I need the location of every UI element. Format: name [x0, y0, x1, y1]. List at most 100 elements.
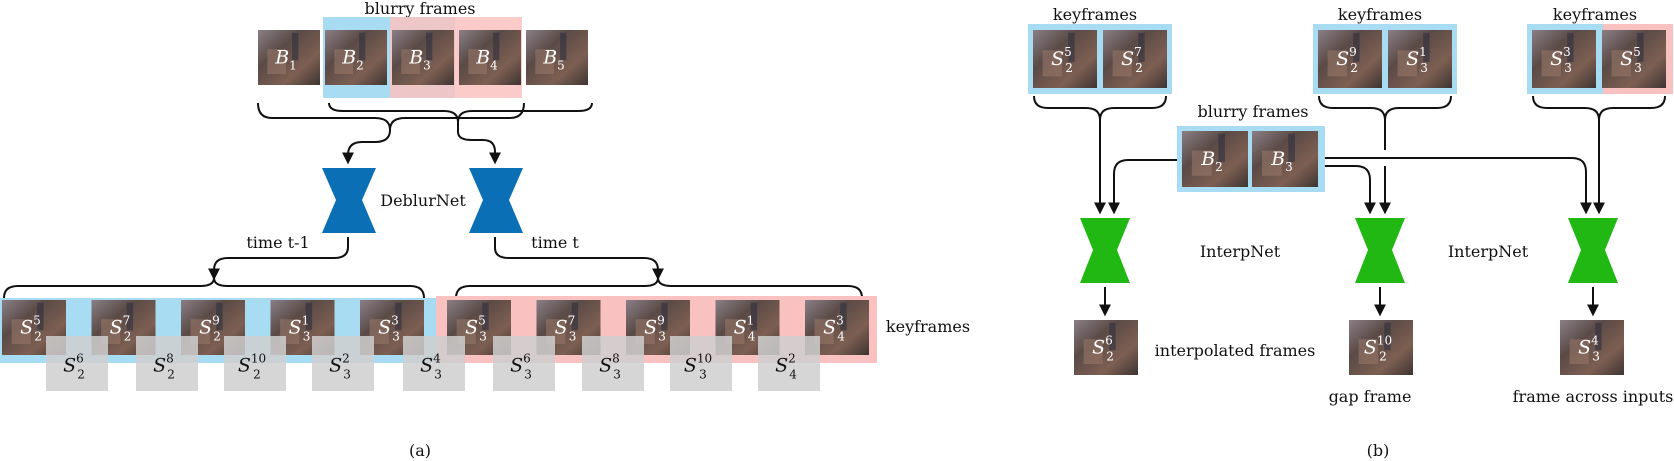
- frame-detail: [1353, 32, 1360, 62]
- gray-frame-box: [312, 336, 374, 391]
- brace-prev: [257, 102, 525, 131]
- frame-detail: [482, 302, 489, 331]
- blurry-frame: B3: [392, 30, 454, 85]
- arrow-blurry-to-interp-2: [1325, 165, 1376, 215]
- caption-a: (a): [409, 441, 431, 460]
- blurry-frame: B3: [1252, 131, 1318, 187]
- deblurnet-label: DeblurNet: [380, 191, 466, 210]
- frame-detail: [571, 302, 579, 331]
- frame-detail: [535, 49, 554, 74]
- frame-label: B2: [1200, 148, 1223, 174]
- gray-frame-box: [670, 336, 732, 391]
- frame-detail: [395, 302, 402, 331]
- blurry-frame: B1: [258, 30, 320, 85]
- gray-frame-box: [46, 336, 108, 391]
- frame-detail: [560, 32, 567, 61]
- frame-detail: [292, 32, 299, 61]
- frame-detail: [1083, 339, 1103, 364]
- blurry-frame: B4: [459, 30, 521, 85]
- arrow-to-deblur-cur: [457, 122, 501, 165]
- gray-frame-box: [758, 336, 820, 391]
- keyframes-label-a: keyframes: [886, 317, 970, 336]
- gap-frame-label: gap frame: [1329, 387, 1412, 406]
- frame-detail: [1068, 32, 1075, 62]
- keygroup-2-brace: [1318, 95, 1452, 121]
- frame-label: B3: [1270, 148, 1293, 174]
- interpnet-block-3: [1568, 218, 1618, 283]
- frame-detail: [216, 302, 223, 331]
- frame-detail: [1637, 32, 1644, 62]
- keyframes-label-b2: keyframes: [1338, 5, 1422, 24]
- interpolated-frames-label: interpolated frames: [1155, 341, 1316, 360]
- arrow-to-deblur-prev: [342, 129, 391, 165]
- frame-detail: [1191, 150, 1212, 176]
- keyframes-label-b3: keyframes: [1553, 5, 1637, 24]
- brace-cur: [328, 102, 593, 123]
- frame-detail: [1327, 50, 1347, 77]
- frame-label: B5: [542, 47, 565, 73]
- brace-keyframes-prev: [3, 277, 425, 299]
- frame-detail: [1218, 133, 1225, 162]
- frame-detail: [426, 32, 433, 61]
- arrow-blurry-to-interp-1: [1108, 159, 1177, 215]
- frame-label: B2: [341, 47, 364, 73]
- frame-detail: [1397, 50, 1417, 77]
- frame-detail: [1138, 32, 1145, 62]
- frame-detail: [11, 319, 31, 344]
- frame-detail: [305, 302, 313, 331]
- frame-detail: [1423, 32, 1430, 62]
- frame-detail: [267, 49, 286, 74]
- interpnet-label-2: InterpNet: [1448, 242, 1529, 261]
- frame-detail: [1112, 50, 1132, 77]
- frame-detail: [37, 302, 44, 331]
- arrow-from-deblur-cur: [494, 237, 664, 281]
- keygroup-3-brace: [1532, 95, 1666, 121]
- caption-b: (b): [1367, 441, 1390, 460]
- frame-detail: [1042, 50, 1062, 77]
- gray-frame-box: [403, 336, 465, 391]
- blurry-frame: B2: [325, 30, 387, 85]
- frame-detail: [1567, 32, 1574, 62]
- frame-detail: [1541, 50, 1561, 77]
- keyframes-label-b1: keyframes: [1053, 5, 1137, 24]
- frame-detail: [1261, 150, 1282, 176]
- frame-detail: [359, 32, 366, 61]
- frame-detail: [750, 302, 758, 331]
- frame-detail: [126, 302, 134, 331]
- brace-keyframes-cur: [455, 277, 863, 299]
